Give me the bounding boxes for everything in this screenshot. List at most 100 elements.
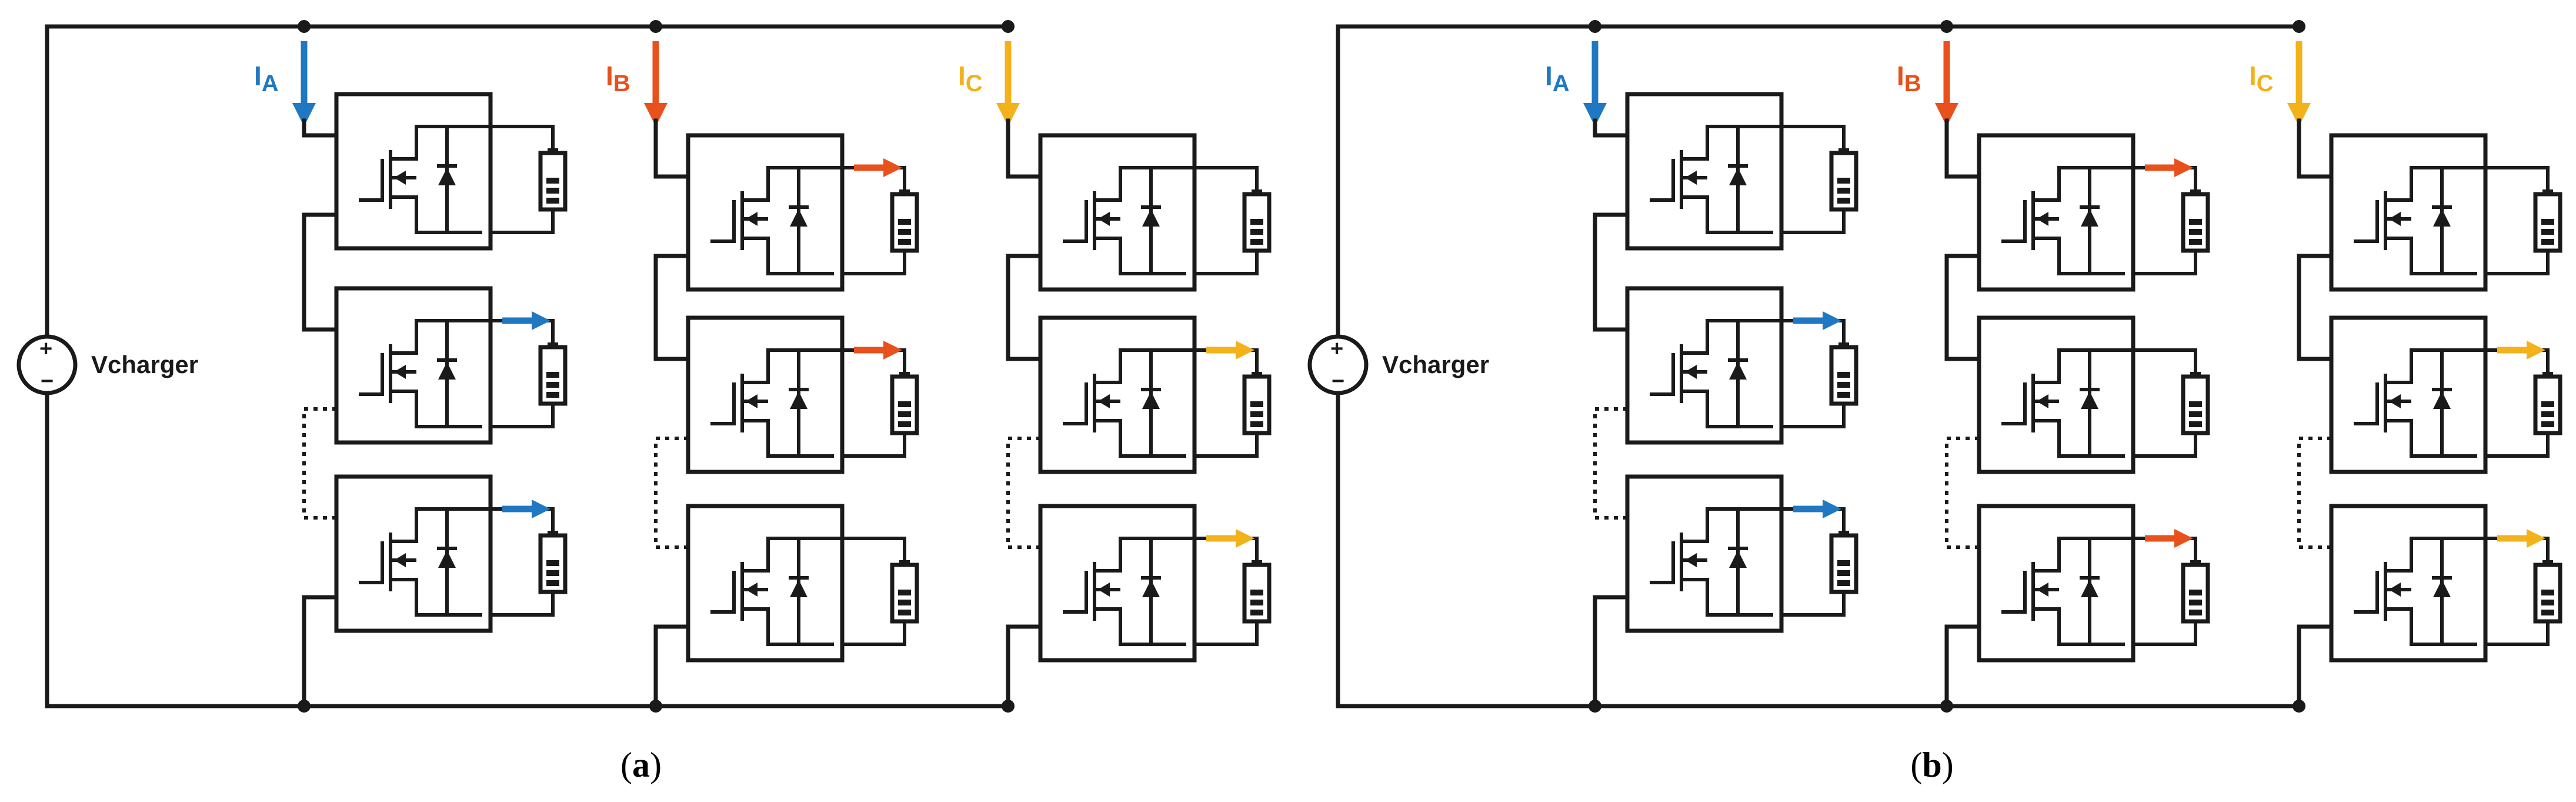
series-link [1944,254,1981,361]
diode-triangle [1142,580,1160,597]
battery-icon [1242,560,1272,624]
emitter-lead [392,195,482,234]
source-plus-sign: + [39,337,52,361]
voltage-source-icon: +− [16,334,78,395]
module-box [334,92,493,251]
diode-branch [2411,348,2444,456]
arrow-head [1935,103,1958,127]
emitter-lead [1683,390,1773,428]
battery-cell [2541,590,2554,595]
current-arrow-icon [1793,311,1841,330]
current-label-letter: I [958,61,966,91]
arrow-head [644,103,668,127]
battery-cell [1250,421,1263,427]
panel-caption: (b) [1910,746,1953,784]
battery-cell [898,229,911,235]
diode-triangle [2081,580,2098,597]
series-link-dotted [654,437,688,549]
gate-lead [359,159,384,202]
current-label-letter: I [1545,61,1553,91]
battery-case [890,563,919,624]
battery-lead-top [2485,166,2550,189]
arrow-head [1236,529,1254,548]
igbt-diode-switch-icon [334,474,493,633]
igbt-diode-switch-icon [1977,315,2135,474]
module-box [1977,315,2135,474]
battery-cell [898,610,911,615]
module-box [1038,133,1197,292]
battery-terminal [548,148,558,153]
battery-cell [1837,392,1850,398]
battery-cell [546,198,559,204]
battery-icon [1829,342,1858,406]
battery-cell [1250,590,1263,595]
module-box [686,133,845,292]
emitter-lead [2387,419,2477,458]
arrow-head [1236,341,1254,360]
gate-lead [1650,159,1675,202]
caption-close: ) [650,746,662,784]
battery-lead-top [2133,348,2197,372]
collector-lead [2034,166,2133,202]
source-minus-sign: − [1332,369,1344,394]
arrow-head [1583,103,1607,127]
battery-icon [2533,372,2562,435]
module-box [334,286,493,445]
diode-triangle [1729,550,1747,568]
diode-branch [1120,537,1153,644]
igbt-diode-switch-icon [2329,504,2488,663]
collector-lead [2034,537,2133,573]
gate-lead [2001,200,2027,243]
battery-lead-bottom [490,209,555,234]
arrow-head [1823,500,1841,518]
gate-lead [710,571,736,614]
arrow-head [883,341,902,360]
current-arrow-icon [854,341,902,360]
collector-lead [743,166,842,202]
battery-lead-bottom [2133,251,2197,275]
battery-cell [2189,219,2202,225]
collector-lead [1096,537,1194,573]
gate-lead [1063,200,1088,243]
battery-cell [2541,610,2554,615]
diode-triangle [2433,209,2451,227]
emitter-lead [2034,607,2125,646]
phase-column-b: IB [606,20,919,713]
current-arrow-icon [2145,158,2193,177]
battery-cell [546,570,559,576]
phase-column-c: IC [2249,20,2562,713]
diode-branch [1120,348,1153,456]
emitter-lead [2387,237,2477,275]
emitter-lead [392,390,482,428]
exit-wire [302,595,339,708]
emitter-lead [2034,237,2125,275]
diode-branch [416,507,449,615]
top-node [2293,20,2305,33]
diode-triangle [1142,209,1160,227]
current-label: IA [1545,61,1570,96]
current-label: IC [2249,61,2274,96]
battery-lead-top [490,125,555,148]
battery-cell [1837,580,1850,586]
gate-lead [359,541,384,584]
diode-branch [2411,537,2444,644]
battery-terminal [548,342,558,347]
phase-column-a: IA [1545,20,1858,713]
current-arrow-icon [644,41,668,127]
voltage-source-icon: +− [1307,334,1369,395]
battery-cell [2189,421,2202,427]
diode-triangle [790,580,807,597]
diode-branch [1707,125,1740,232]
phase-column-b: IB [1897,20,2210,713]
module-box [1977,504,2135,663]
battery-cell [546,580,559,586]
battery-cell [898,590,911,595]
module-box [1038,504,1197,663]
current-label-sub: C [966,71,983,96]
battery-cell [2189,600,2202,605]
battery-cell [2189,411,2202,417]
battery-cell [2541,401,2554,407]
series-link [2297,254,2334,361]
emitter-lead [392,578,482,617]
